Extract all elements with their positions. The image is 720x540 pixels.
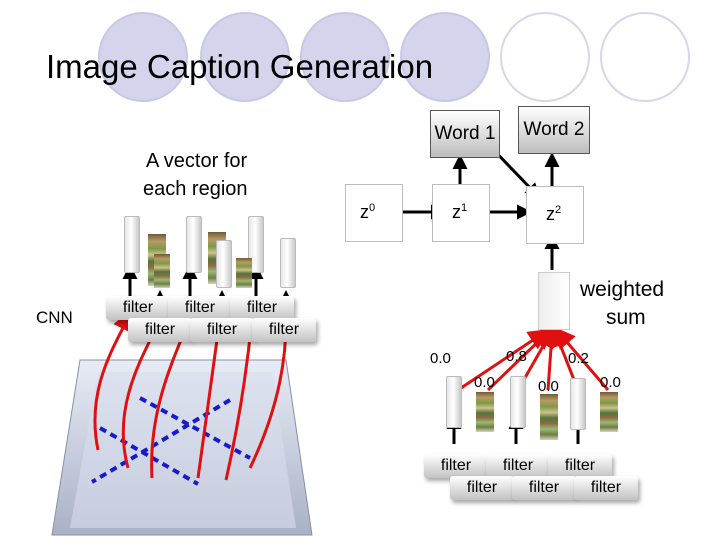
filter-box-l5: filter <box>190 318 254 342</box>
region-thumbnail-r1 <box>476 392 494 432</box>
region-thumbnail-r3 <box>600 392 618 432</box>
deco-circle-2 <box>200 12 290 102</box>
z2-box <box>526 186 584 244</box>
page-title: Image Caption Generation <box>46 48 434 85</box>
word-1-box: Word 1 <box>430 110 500 158</box>
region-vector-r2 <box>510 376 526 428</box>
filter-box-l3: filter <box>230 296 294 320</box>
filter-box-l6: filter <box>252 318 316 342</box>
filter-box-r1: filter <box>424 454 488 478</box>
vector-label-line1: A vector for <box>146 150 248 172</box>
vector-label-line2: each region <box>143 178 248 200</box>
weight-1: 0.0 <box>430 350 451 367</box>
input-image-inner <box>70 372 296 528</box>
deco-circle-3 <box>300 12 390 102</box>
deco-circle-1 <box>98 12 188 102</box>
weighted-label: weighted <box>580 278 665 301</box>
filter-box-r2: filter <box>486 454 550 478</box>
region-dash-3 <box>99 426 199 486</box>
region-vector-3 <box>248 216 264 273</box>
word-2-box: Word 2 <box>518 106 590 154</box>
deco-circle-6 <box>600 12 690 102</box>
red-arrow-ws-1 <box>457 329 550 392</box>
z0-label: z0 <box>360 202 376 222</box>
region-thumbnail-r2 <box>540 394 558 440</box>
z1-box <box>432 184 490 242</box>
region-dash-1 <box>139 396 251 460</box>
filter-box-r4: filter <box>450 476 514 500</box>
filter-box-l1: filter <box>106 296 170 320</box>
filter-box-r5: filter <box>512 476 576 500</box>
region-vector-5 <box>280 238 296 288</box>
region-vector-r1 <box>446 376 462 428</box>
deco-circle-5 <box>500 12 590 102</box>
sum-label: sum <box>606 306 646 329</box>
cnn-label: CNN <box>36 308 73 327</box>
red-arrow-1 <box>93 309 133 451</box>
z0-box <box>345 184 403 242</box>
z1-label: z1 <box>452 202 468 222</box>
region-thumbnail-3 <box>154 254 170 288</box>
filter-box-r6: filter <box>574 476 638 500</box>
red-arrow-ws-6 <box>554 327 610 391</box>
region-vector-1 <box>124 216 140 273</box>
weight-4: 0.0 <box>474 374 495 391</box>
region-vector-r3 <box>570 378 586 430</box>
weight-2: 0.8 <box>506 348 527 365</box>
deco-circle-4 <box>400 12 490 102</box>
weight-3: 0.2 <box>568 350 589 367</box>
region-vector-4 <box>216 240 232 288</box>
region-vector-2 <box>186 216 202 273</box>
filter-box-l2: filter <box>168 296 232 320</box>
weight-5: 0.0 <box>538 378 559 395</box>
z2-label: z2 <box>546 204 562 224</box>
weight-6: 0.0 <box>600 374 621 391</box>
region-thumbnail-4 <box>236 258 252 288</box>
filter-box-l4: filter <box>128 318 192 342</box>
weighted-sum-box <box>538 272 570 330</box>
filter-box-r3: filter <box>548 454 612 478</box>
